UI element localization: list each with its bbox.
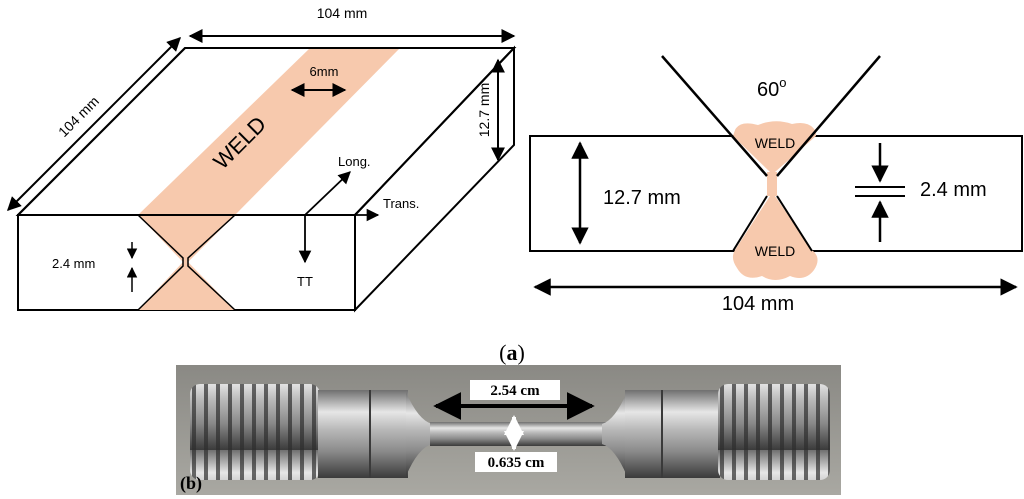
bottom-weld-label: WELD [755,243,795,259]
length-label: 104 mm [722,293,794,315]
axis-long-label: Long. [338,154,371,169]
left-shoulder [318,390,408,478]
top-weld-label: WELD [755,135,795,151]
weld-plate-block: 104 mm 104 mm 12.7 mm 6mm WELD 2.4 mm Lo… [7,5,517,313]
groove-line-right [776,55,881,177]
axis-tt-label: TT [297,274,313,289]
dim-top-length-label: 104 mm [317,5,368,21]
tensile-specimen-photo: 2.54 cm 0.635 cm (b) [176,365,841,495]
gauge-diameter-label-box [475,452,557,472]
groove-line-bottom-right [776,195,813,252]
gauge-diameter-label: 0.635 cm [488,455,545,471]
gauge-section [430,422,625,446]
root-gap-label-block: 2.4 mm [52,256,95,271]
groove-angle-label: 60o [757,75,786,101]
thickness-label: 12.7 mm [603,187,681,209]
groove-line-bottom-left [732,195,768,252]
axis-long-arrow [304,171,351,216]
dim-side-length-arrow [7,37,181,211]
gap-label: 2.4 mm [920,179,987,201]
dim-side-length-label: 104 mm [55,93,102,140]
caption-b: (b) [180,473,202,494]
weld-fill-root [767,172,777,196]
right-fillet [602,392,627,476]
left-fillet [406,392,432,476]
right-shoulder [625,390,720,478]
dim-height-label: 12.7 mm [476,83,492,137]
weld-fill-top [733,121,816,172]
gauge-length-label: 2.54 cm [490,383,540,399]
dim-weld-width-label: 6mm [310,64,339,79]
groove-line-left [661,55,768,177]
left-thread-section [190,384,320,480]
caption-a: (a) [499,340,525,365]
weld-fill-bottom [732,196,818,280]
axis-trans-label: Trans. [383,196,419,211]
right-thread-section [718,384,830,480]
weld-cross-section: 60o WELD WELD 12.7 mm 2.4 mm 104 mm [529,55,1023,315]
